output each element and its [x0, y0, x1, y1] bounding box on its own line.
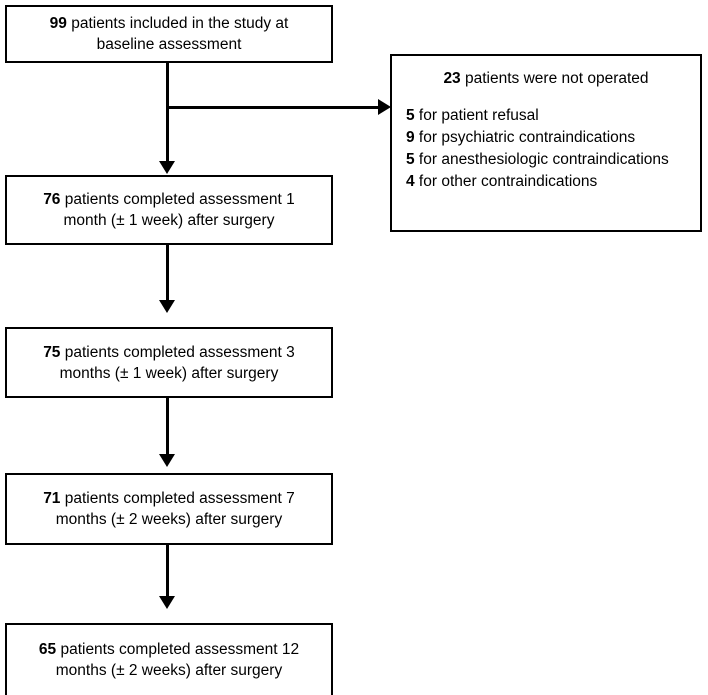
- list-item: 5 for patient refusal: [406, 105, 700, 127]
- node-month7-count: 71: [43, 490, 61, 507]
- list-item: 9 for psychiatric contraindications: [406, 127, 700, 149]
- list-item: 5 for anesthesiologic contraindications: [406, 149, 700, 171]
- reason-text-2: for psychiatric contraindications: [414, 129, 636, 146]
- node-month1-line-2: month (± 1 week) after surgery: [63, 212, 275, 229]
- node-baseline-line-1: 99 patients included in the study at: [50, 13, 289, 34]
- reason-text-4: for other contraindications: [414, 173, 598, 190]
- reason-count-3: 5: [406, 151, 415, 168]
- node-month7-line-1: 71 patients completed assessment 7: [43, 488, 295, 509]
- node-month12-line-1: 65 patients completed assessment 12: [39, 639, 299, 660]
- arrowhead-down: [159, 596, 175, 609]
- node-month1-line-1: 76 patients completed assessment 1: [43, 189, 295, 210]
- reason-count-1: 5: [406, 107, 415, 124]
- node-month3: 75 patients completed assessment 3 month…: [5, 327, 333, 398]
- node-month3-text-1: patients completed assessment 3: [60, 343, 295, 361]
- node-month3-line-1: 75 patients completed assessment 3: [43, 342, 295, 363]
- node-month7: 71 patients completed assessment 7 month…: [5, 473, 333, 545]
- node-baseline-count: 99: [49, 15, 67, 32]
- connector-line-horizontal: [166, 106, 380, 109]
- node-baseline: 99 patients included in the study at bas…: [5, 5, 333, 63]
- arrowhead-down: [159, 454, 175, 467]
- node-month1-count: 76: [43, 191, 61, 208]
- list-item: 4 for other contraindications: [406, 171, 700, 193]
- node-excluded-reason-list: 5 for patient refusal 9 for psychiatric …: [392, 105, 700, 193]
- node-month7-text-1: patients completed assessment 7: [60, 490, 295, 507]
- connector-line-vertical: [166, 545, 169, 598]
- node-month12-text-1: patients completed assessment 12: [56, 641, 300, 658]
- connector-line-vertical: [166, 398, 169, 456]
- reason-text-3: for anesthesiologic contraindications: [414, 151, 669, 168]
- node-excluded-count: 23: [443, 70, 461, 87]
- reason-count-2: 9: [406, 129, 415, 146]
- node-month1: 76 patients completed assessment 1 month…: [5, 175, 333, 245]
- arrowhead-down: [159, 161, 175, 174]
- reason-count-4: 4: [406, 173, 415, 190]
- node-excluded-title-text: patients were not operated: [460, 70, 649, 87]
- node-baseline-line-2: baseline assessment: [96, 36, 242, 53]
- node-month3-line-2: months (± 1 week) after surgery: [59, 364, 279, 382]
- node-excluded: 23 patients were not operated 5 for pati…: [390, 54, 702, 232]
- node-baseline-text-1: patients included in the study at: [66, 15, 289, 32]
- node-month7-line-2: months (± 2 weeks) after surgery: [55, 511, 283, 528]
- node-month12-count: 65: [38, 641, 57, 658]
- node-month12: 65 patients completed assessment 12 mont…: [5, 623, 333, 695]
- connector-line-vertical: [166, 245, 169, 302]
- node-month12-line-2: months (± 2 weeks) after surgery: [55, 662, 283, 679]
- reason-text-1: for patient refusal: [414, 107, 539, 124]
- node-month3-count: 75: [43, 343, 61, 361]
- node-month1-text-1: patients completed assessment 1: [60, 191, 295, 208]
- connector-line-vertical: [166, 63, 169, 163]
- node-excluded-title: 23 patients were not operated: [392, 68, 700, 89]
- arrowhead-down: [159, 300, 175, 313]
